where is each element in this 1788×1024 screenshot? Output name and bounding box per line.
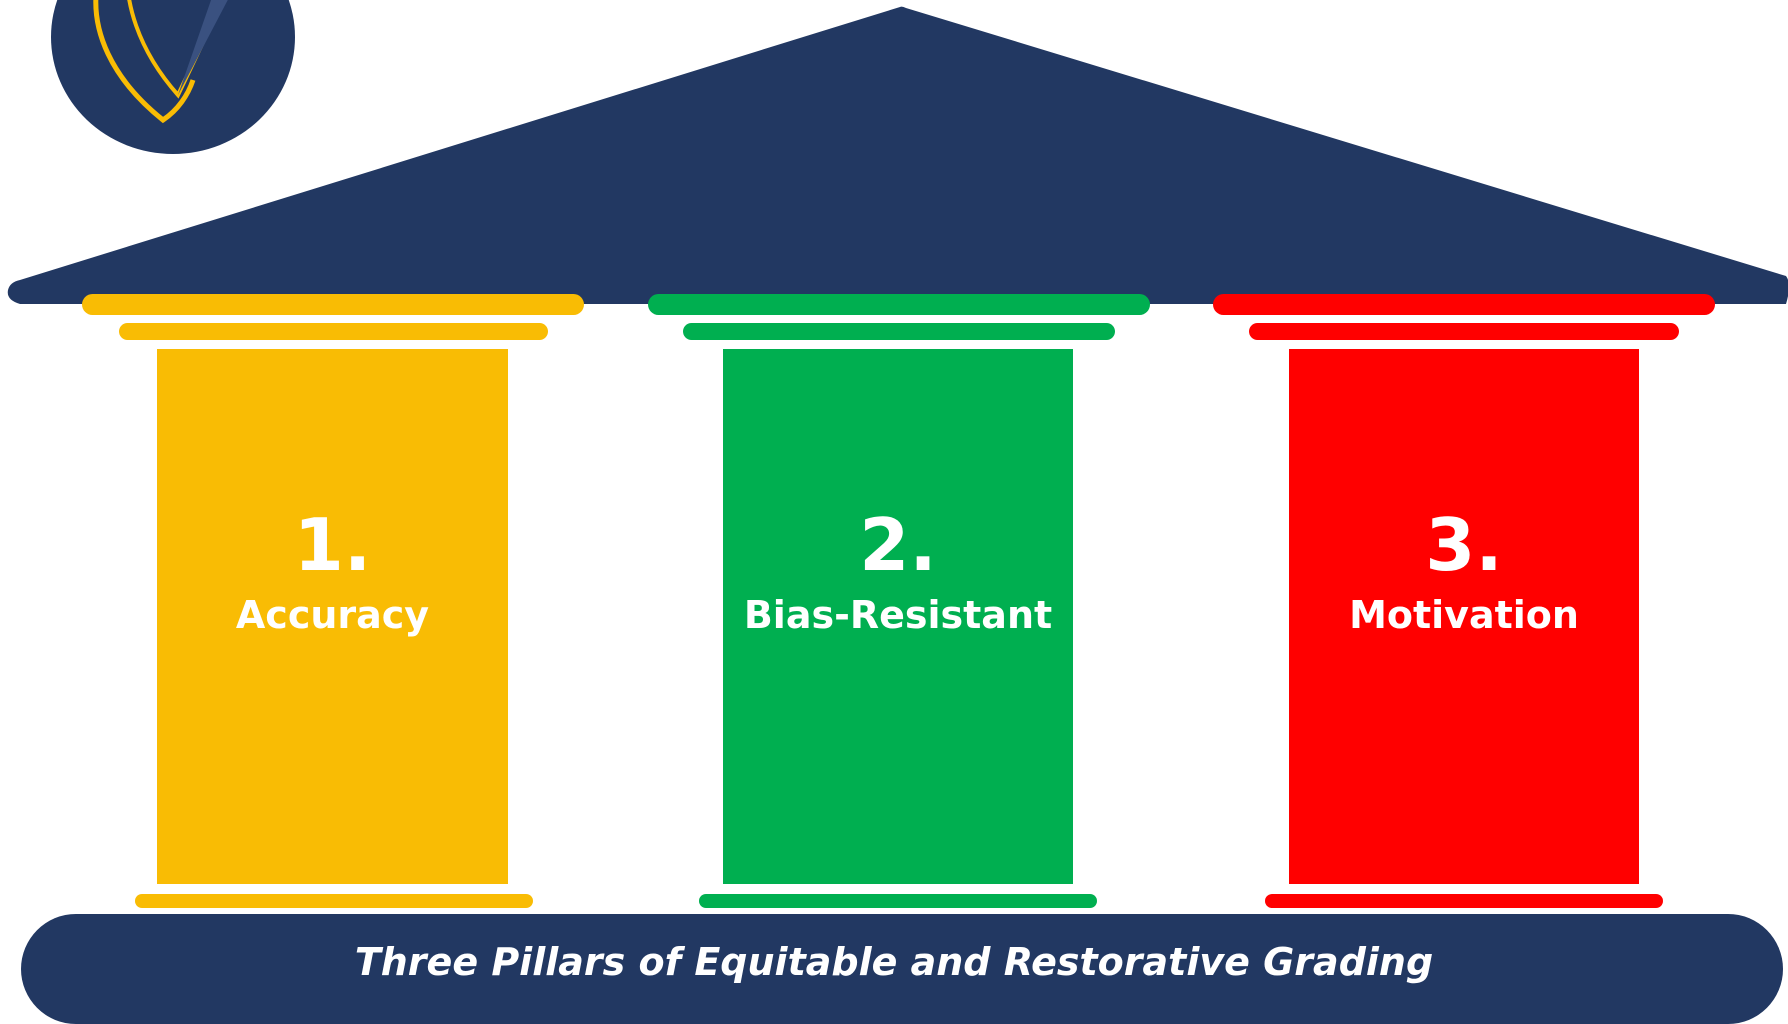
pillar-number: 2. xyxy=(859,503,937,587)
pillar-2-capital-top xyxy=(648,294,1150,315)
pillars-diagram: 1. Accuracy 2. Bias-Resistant 3. Motivat… xyxy=(7,0,1788,1024)
foundation-caption: Three Pillars of Equitable and Restorati… xyxy=(354,940,1434,984)
shield-crest-icon xyxy=(51,0,295,154)
pillar-label: Motivation xyxy=(1349,593,1579,637)
pillar-number: 3. xyxy=(1425,503,1503,587)
pillar-accuracy: 1. Accuracy xyxy=(157,349,508,884)
pillar-3-capital-bottom xyxy=(1249,323,1679,340)
roof xyxy=(7,6,1788,304)
pillar-bias-resistant: 2. Bias-Resistant xyxy=(723,349,1073,884)
pillar-3-capital-top xyxy=(1213,294,1715,315)
pillar-2-base xyxy=(699,894,1097,908)
pillar-1-base xyxy=(135,894,533,908)
pillar-1-capital-top xyxy=(82,294,584,315)
pillar-3-base xyxy=(1265,894,1663,908)
pillar-label: Bias-Resistant xyxy=(743,593,1053,637)
pillar-motivation: 3. Motivation xyxy=(1289,349,1639,884)
pillar-2-capital-bottom xyxy=(683,323,1115,340)
pillar-label: Accuracy xyxy=(235,593,430,637)
pillar-1-capital-bottom xyxy=(119,323,548,340)
pillar-number: 1. xyxy=(293,503,372,587)
